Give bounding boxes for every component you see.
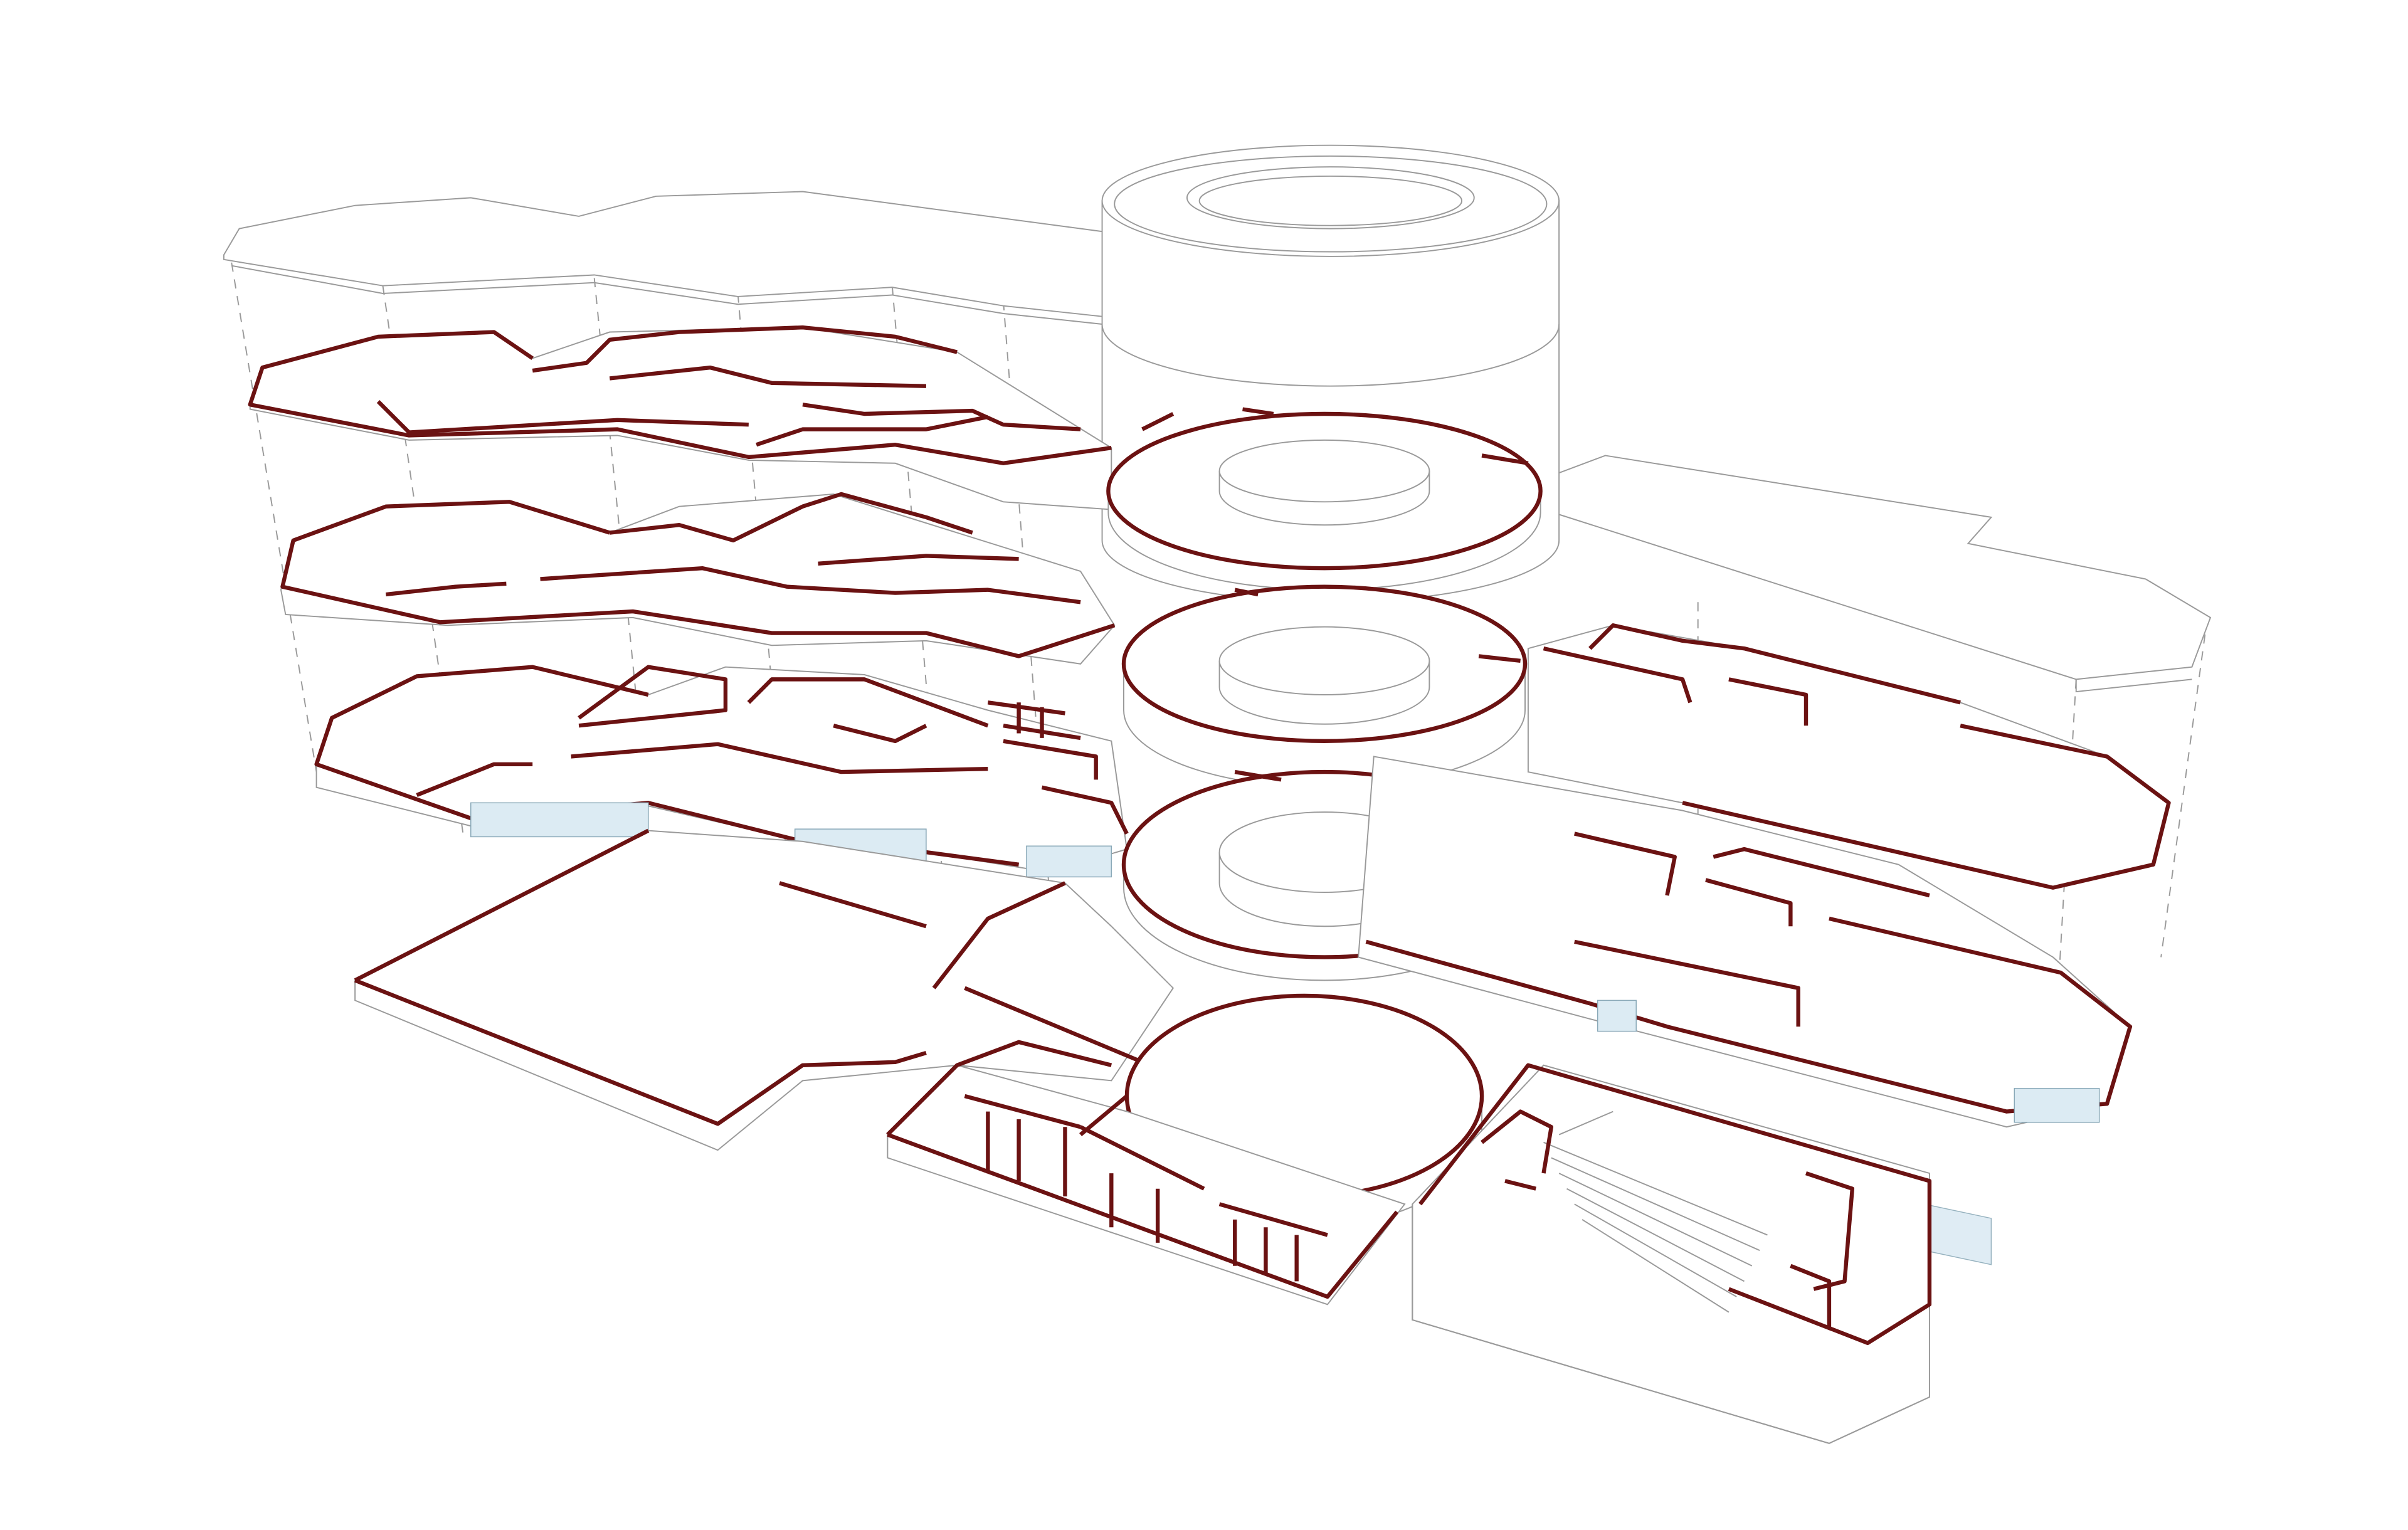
level-1-east-wing [1358, 756, 2133, 1128]
level-3-exterior-wall [248, 330, 1112, 465]
level-2-ring [1121, 584, 1528, 788]
ground-offices-block [886, 1040, 1406, 1306]
ground-level-floor [354, 828, 1932, 1444]
ground-auditorium [1412, 1063, 1932, 1444]
level-3-floor [248, 325, 1543, 591]
roof-slab-right [1543, 455, 2212, 680]
level-2-floor [280, 492, 2171, 1265]
glazing-west [470, 802, 649, 838]
level-2-exterior-wall [280, 500, 1116, 658]
ground-plaza-slab [354, 830, 1175, 1151]
roof-slab-left [223, 191, 1104, 318]
level-3-ring [1106, 407, 1543, 591]
level-1-floor [314, 665, 2133, 1128]
